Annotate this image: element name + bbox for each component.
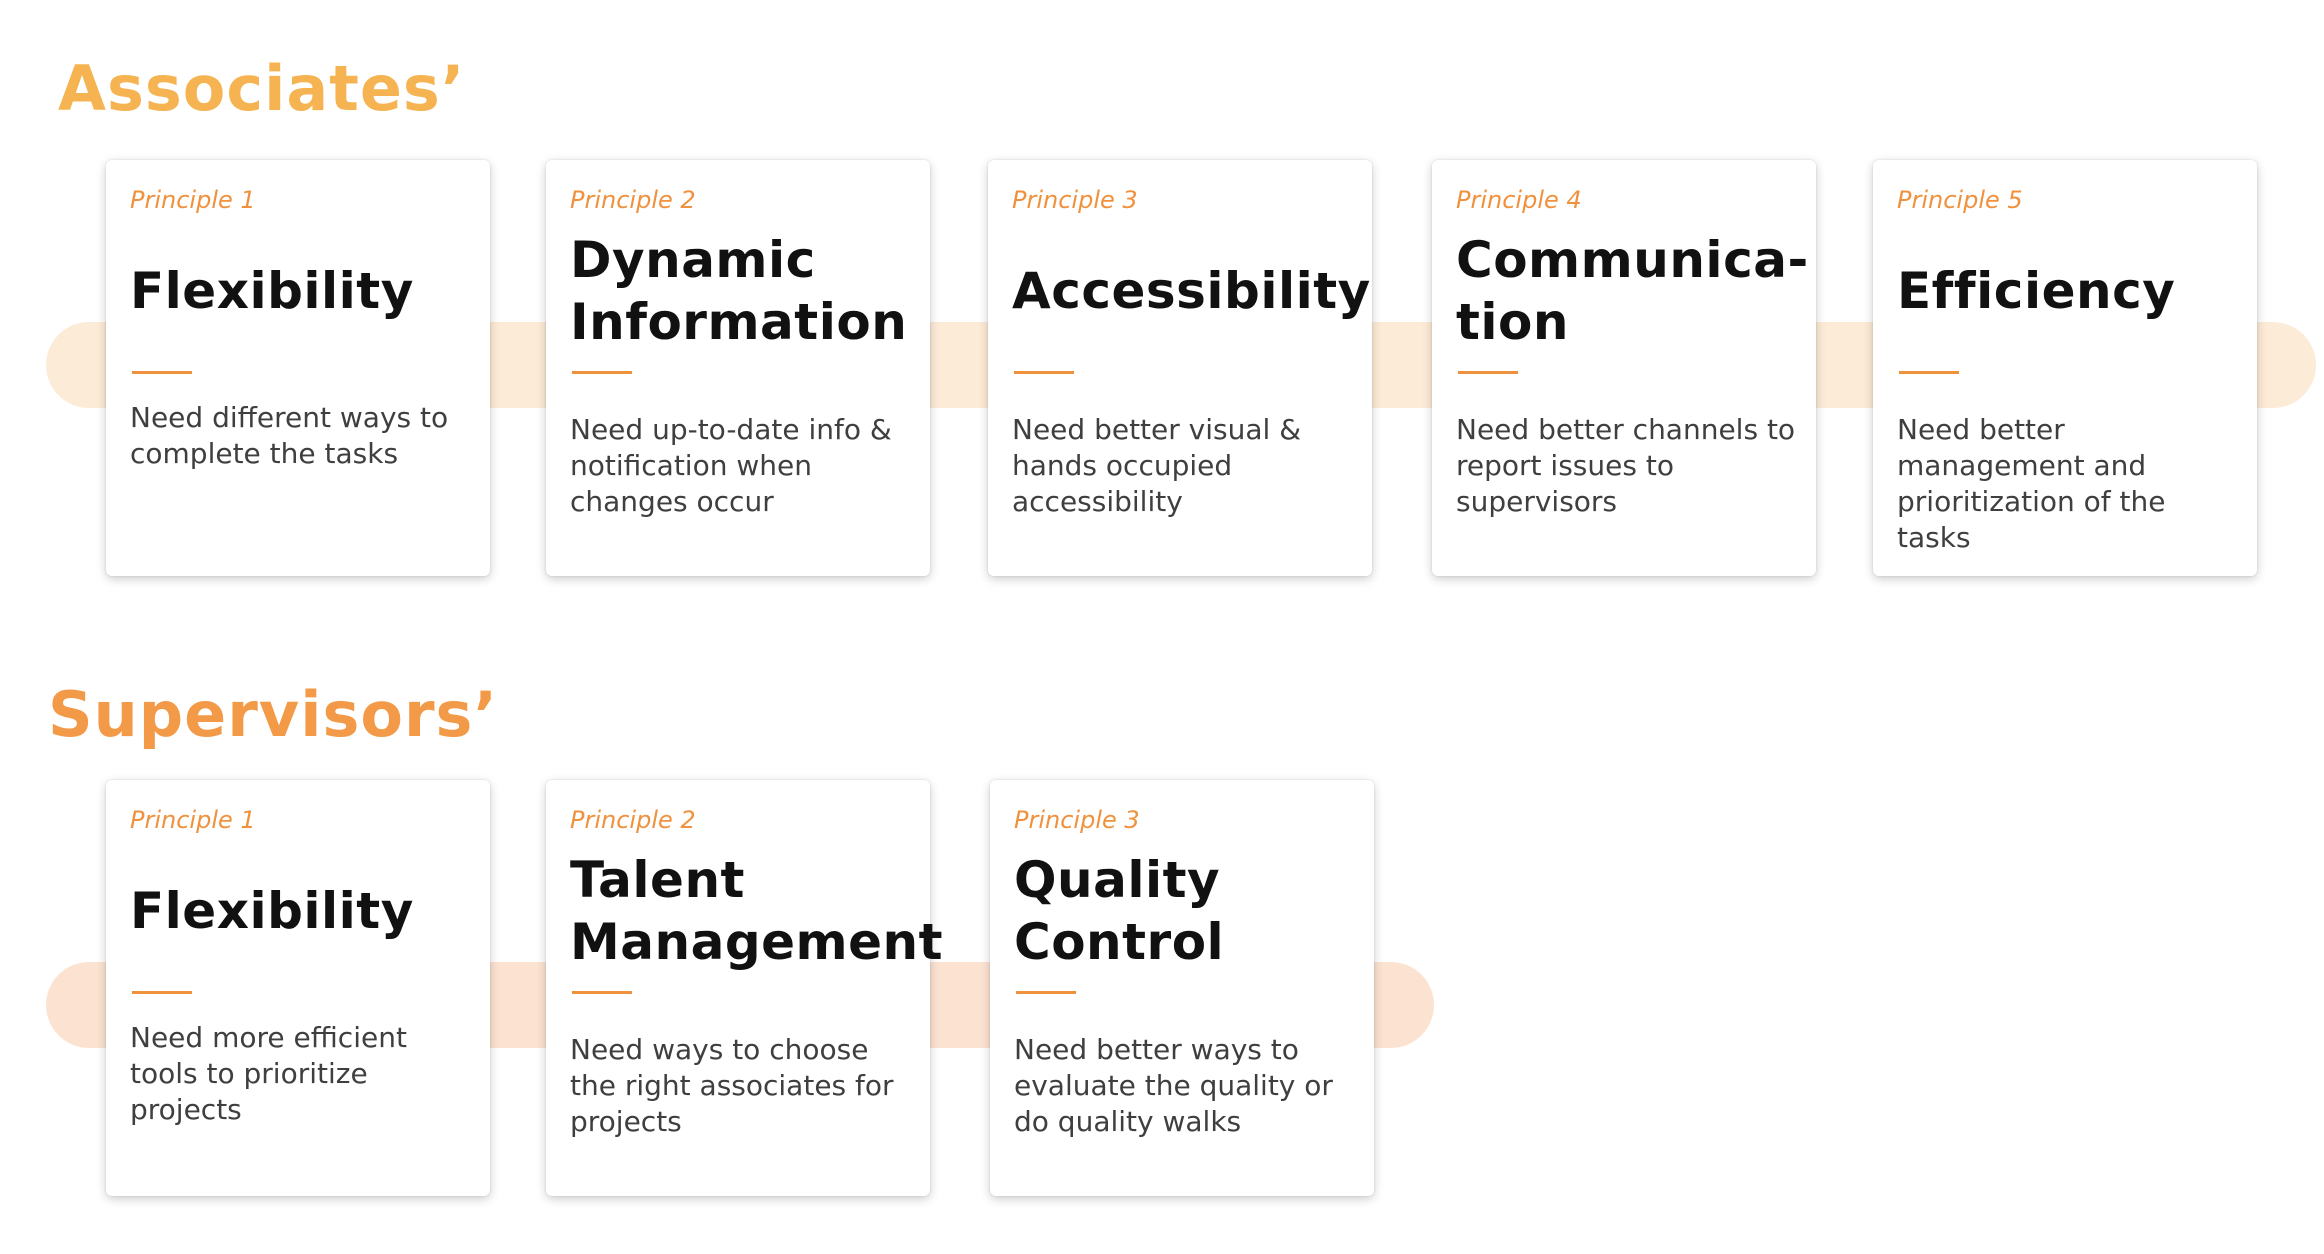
- associates-principle-card-4: Principle 4 Communica- tion Need better …: [1432, 160, 1816, 576]
- accent-divider: [132, 371, 192, 374]
- principle-description: Need different ways to complete the task…: [130, 401, 449, 470]
- principle-description: Need ways to choose the right associates…: [570, 1033, 894, 1138]
- associates-principle-card-1: Principle 1 Flexibility Need different w…: [106, 160, 490, 576]
- principle-description: Need better management and prioritizatio…: [1897, 413, 2166, 554]
- supervisors-section: Supervisors’ Principle 1 Flexibility Nee…: [0, 620, 2324, 1240]
- associates-principle-card-5: Principle 5 Efficiency Need better manag…: [1873, 160, 2257, 576]
- principle-heading: Accessibility: [1012, 228, 1370, 354]
- principle-number: Principle 2: [570, 186, 696, 214]
- principle-number: Principle 3: [1014, 806, 1140, 834]
- principle-heading: Dynamic Information: [570, 228, 914, 354]
- accent-divider: [572, 371, 632, 374]
- principle-number: Principle 1: [130, 806, 256, 834]
- accent-divider: [572, 991, 632, 994]
- principle-heading: Flexibility: [130, 228, 474, 354]
- principle-number: Principle 4: [1456, 186, 1582, 214]
- principle-heading-line: Communica-: [1456, 231, 1809, 289]
- principle-heading-line: Efficiency: [1897, 262, 2176, 320]
- principle-description: Need better ways to evaluate the quality…: [1014, 1033, 1333, 1138]
- supervisors-cards: Principle 1 Flexibility Need more effici…: [0, 620, 2324, 1240]
- principle-heading-line: tion: [1456, 293, 1569, 351]
- principle-heading-line: Information: [570, 293, 908, 351]
- principle-heading: Flexibility: [130, 848, 474, 974]
- accent-divider: [1899, 371, 1959, 374]
- accent-divider: [1458, 371, 1518, 374]
- associates-title: Associates’: [58, 52, 466, 125]
- principle-description: Need better visual & hands occupied acce…: [1012, 413, 1302, 518]
- principle-heading: Talent Management: [570, 848, 943, 974]
- principle-heading-line: Talent: [570, 851, 745, 909]
- principle-heading-line: Management: [570, 913, 944, 971]
- supervisors-principle-card-2: Principle 2 Talent Management Need ways …: [546, 780, 943, 1196]
- principle-heading-line: Control: [1014, 913, 1225, 971]
- supervisors-title: Supervisors’: [48, 678, 498, 751]
- accent-divider: [132, 991, 192, 994]
- associates-cards: Principle 1 Flexibility Need different w…: [0, 0, 2324, 600]
- principle-heading-line: Flexibility: [130, 882, 414, 940]
- supervisors-principle-card-1: Principle 1 Flexibility Need more effici…: [106, 780, 490, 1196]
- principle-heading: Efficiency: [1897, 228, 2241, 354]
- associates-principle-card-2: Principle 2 Dynamic Information Need up-…: [546, 160, 930, 576]
- principle-heading-line: Flexibility: [130, 262, 414, 320]
- principle-number: Principle 1: [130, 186, 256, 214]
- principle-heading-line: Quality: [1014, 851, 1221, 909]
- principle-heading-line: Accessibility: [1012, 262, 1371, 320]
- principle-number: Principle 5: [1897, 186, 2023, 214]
- principle-number: Principle 2: [570, 806, 696, 834]
- associates-section: Associates’ Principle 1 Flexibility Need…: [0, 0, 2324, 600]
- principle-description: Need more efficient tools to prioritize …: [130, 1021, 407, 1126]
- principle-heading-line: Dynamic: [570, 231, 816, 289]
- principle-heading: Quality Control: [1014, 848, 1358, 974]
- accent-divider: [1014, 371, 1074, 374]
- supervisors-principle-card-3: Principle 3 Quality Control Need better …: [990, 780, 1374, 1196]
- associates-principle-card-3: Principle 3 Accessibility Need better vi…: [988, 160, 1372, 576]
- principle-number: Principle 3: [1012, 186, 1138, 214]
- accent-divider: [1016, 991, 1076, 994]
- principle-description: Need up-to-date info & notification when…: [570, 413, 892, 518]
- principle-description: Need better channels to report issues to…: [1456, 413, 1796, 518]
- principle-heading: Communica- tion: [1456, 228, 1808, 354]
